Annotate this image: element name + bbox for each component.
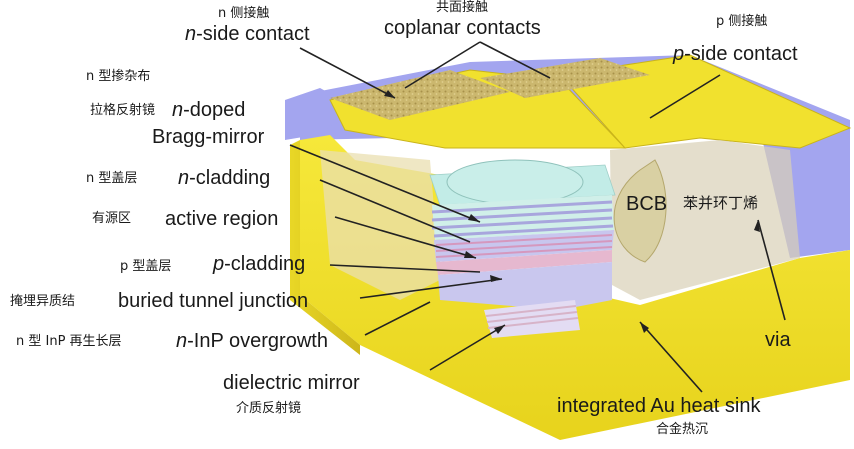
coplanar-contacts-zh: 共面接触 (436, 0, 489, 15)
bcb-en: BCB (626, 193, 668, 215)
p-side-contact-metal (559, 54, 852, 149)
heat-sink-left-face (290, 140, 360, 355)
coplanar-contact-pad-right (480, 58, 650, 98)
n-inp-overgrowth-en: n-InP overgrowth (176, 331, 328, 351)
p-cladding-zh: p 型盖层 (120, 259, 172, 274)
via-structure (613, 159, 667, 263)
coplanar-contacts-en: coplanar contacts (384, 17, 541, 39)
heat-sink-zh: 合金热沉 (656, 422, 709, 437)
bcb-zh: 苯并环丁烯 (683, 194, 759, 212)
leader-lines (289, 41, 786, 393)
p-side-contact-en-rest: -side contact (684, 43, 798, 65)
trench-cavity (320, 150, 440, 300)
bragg-mirror-en-rest: -doped (183, 99, 246, 121)
n-inp-overgrowth-en-italic: n (176, 330, 188, 352)
n-inp-overgrowth-zh: n 型 InP 再生长层 (16, 334, 122, 349)
n-cladding-en-italic: n (178, 167, 190, 189)
coplanar-contact-pad-left (330, 70, 510, 120)
mesa-stack (429, 159, 616, 338)
active-region-en: active region (165, 208, 279, 230)
n-inp-overgrowth-en-rest: -InP overgrowth (187, 330, 328, 352)
heat-sink-en: integrated Au heat sink (557, 395, 761, 417)
n-side-contact-en: n-side contact (185, 24, 310, 44)
dielectric-mirror-zh: 介质反射镜 (236, 401, 302, 416)
n-side-contact-en-rest: -side contact (196, 23, 310, 45)
bragg-mirror-en-italic: n (172, 99, 184, 121)
n-cladding-zh: n 型盖层 (86, 171, 138, 186)
bragg-mirror-en-line2: Bragg-mirror (152, 126, 265, 148)
leader-arrowheads (384, 90, 760, 334)
buried-tunnel-junction-zh: 掩埋异质结 (10, 294, 76, 309)
bragg-mirror-en-line1: n-doped (172, 100, 245, 120)
active-region-zh: 有源区 (92, 211, 132, 226)
p-side-contact-en: p-side contact (673, 44, 798, 64)
n-doped-zh: n 型掺杂布 (86, 69, 151, 84)
p-side-contact-en-italic: p (673, 43, 685, 65)
dielectric-mirror-en: dielectric mirror (223, 372, 360, 394)
n-cladding-en: n-cladding (178, 168, 270, 188)
p-cladding-en-italic: p (213, 253, 225, 275)
p-cladding-en: p-cladding (213, 254, 305, 274)
p-cladding-en-rest: -cladding (224, 253, 306, 275)
via-en: via (765, 329, 791, 351)
p-side-contact-zh: p 侧接触 (716, 14, 768, 29)
n-side-contact-en-italic: n (185, 23, 197, 45)
n-cladding-en-rest: -cladding (189, 167, 271, 189)
bragg-mirror-zh: 拉格反射镜 (90, 103, 156, 118)
buried-tunnel-junction-en: buried tunnel junction (118, 290, 309, 312)
n-side-contact-zh: n 侧接触 (218, 6, 270, 21)
